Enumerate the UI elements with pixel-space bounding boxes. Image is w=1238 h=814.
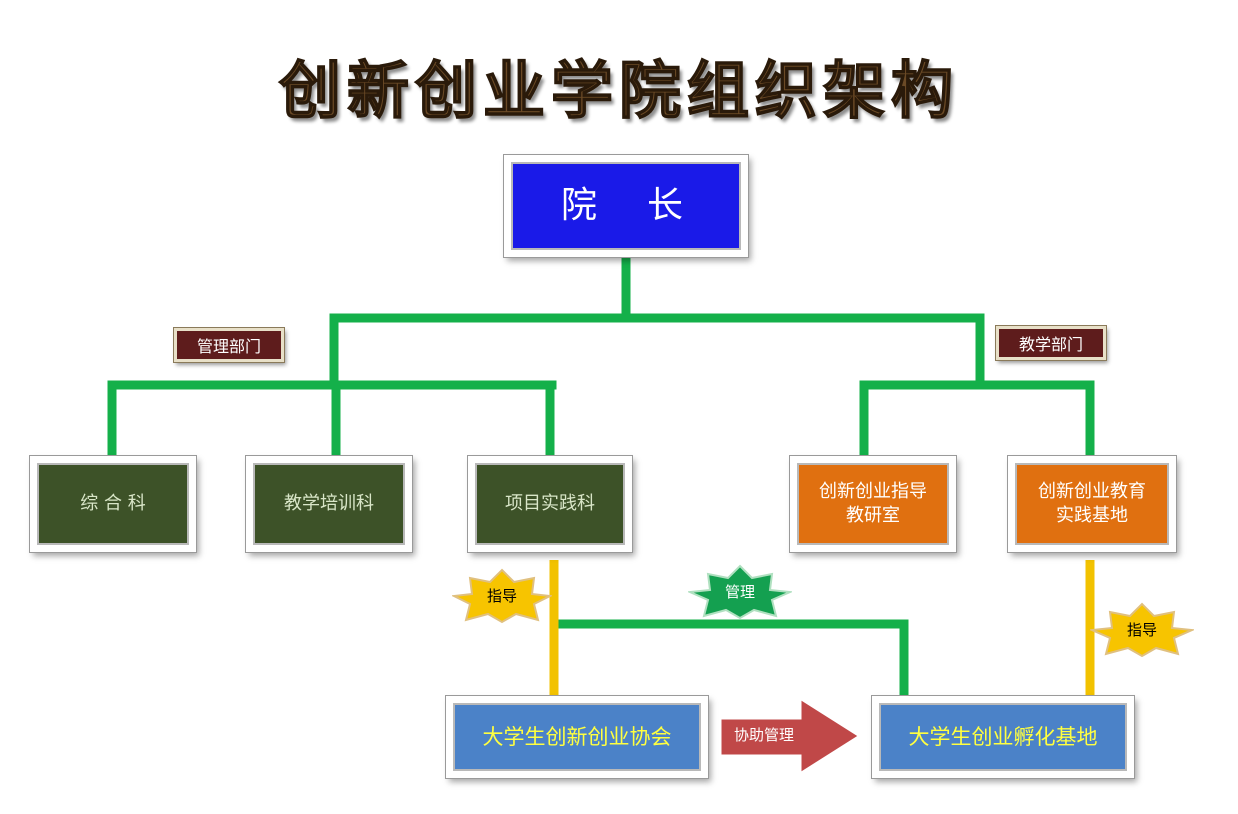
manage-badge: 管理 <box>686 564 794 620</box>
guide-badge-right-label: 指导 <box>1126 621 1157 639</box>
management-unit-general: 综 合 科 <box>29 455 197 553</box>
assist-arrow-label: 协助管理 <box>733 726 794 744</box>
management-unit-training: 教学培训科 <box>245 455 413 553</box>
student-association-box: 大学生创新创业协会 <box>445 695 709 779</box>
assist-arrow <box>718 695 863 777</box>
guide-badge-left: 指导 <box>450 568 554 624</box>
student-incubator-box: 大学生创业孵化基地 <box>871 695 1135 779</box>
student-association-label: 大学生创新创业协会 <box>482 724 672 749</box>
manage-badge-label: 管理 <box>724 583 755 601</box>
guide-badge-right: 指导 <box>1088 602 1196 658</box>
management-department-tag: 管理部门 <box>173 327 285 363</box>
guide-star-left-icon <box>450 568 554 624</box>
guide-star-right-icon <box>1088 602 1196 658</box>
dean-box: 院长 <box>503 154 749 258</box>
teaching-unit-practice-base: 创新创业教育实践基地 <box>1007 455 1177 553</box>
teaching-department-tag: 教学部门 <box>995 325 1107 361</box>
teaching-unit-research: 创新创业指导教研室 <box>789 455 957 553</box>
management-unit-practice: 项目实践科 <box>467 455 633 553</box>
management-unit-general-label: 综 合 科 <box>80 492 146 514</box>
guide-badge-left-label: 指导 <box>486 587 517 605</box>
teaching-unit-research-label: 创新创业指导教研室 <box>819 480 927 526</box>
management-unit-training-label: 教学培训科 <box>284 492 374 514</box>
student-incubator-label: 大学生创业孵化基地 <box>908 724 1098 749</box>
teaching-unit-practice-base-label: 创新创业教育实践基地 <box>1038 480 1146 526</box>
manage-star-icon <box>686 564 794 620</box>
management-unit-practice-label: 项目实践科 <box>505 492 595 514</box>
dean-label: 院长 <box>561 184 734 226</box>
diagram-title: 创新创业学院组织架构 <box>278 53 959 128</box>
